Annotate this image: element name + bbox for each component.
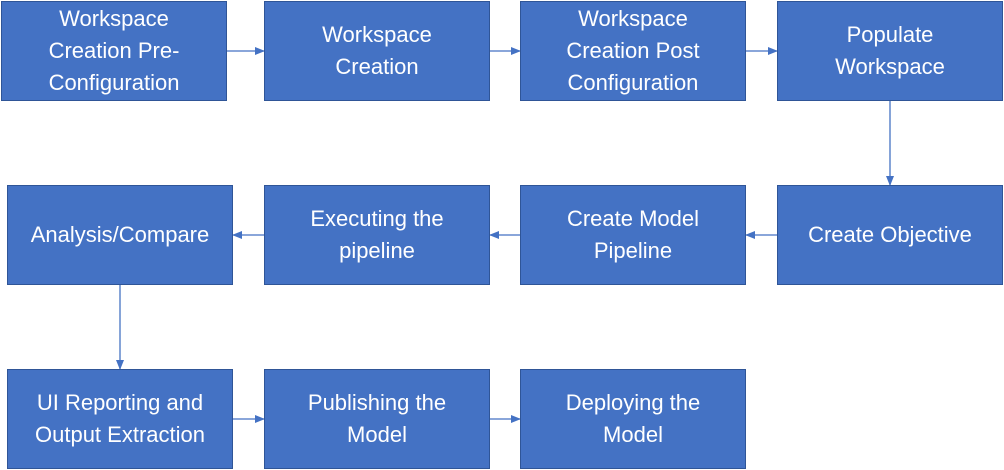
node-deploying-the-model: Deploying the Model [520,369,746,469]
node-label: Create Objective [808,222,972,247]
node-label: Deploying the Model [565,390,701,447]
node-workspace-creation-pre-configuration: Workspace Creation Pre- Configuration [1,1,227,101]
node-workspace-creation-post-configuration: Workspace Creation Post Configuration [520,1,746,101]
node-executing-the-pipeline: Executing the pipeline [264,185,490,285]
node-label: Executing the pipeline [310,206,444,263]
node-populate-workspace: Populate Workspace [777,1,1003,101]
node-analysis-compare: Analysis/Compare [7,185,233,285]
node-create-model-pipeline: Create Model Pipeline [520,185,746,285]
node-label: UI Reporting and Output Extraction [35,390,205,447]
node-create-objective: Create Objective [777,185,1003,285]
node-publishing-the-model: Publishing the Model [264,369,490,469]
node-label: Create Model Pipeline [566,206,700,263]
node-label: Workspace Creation [322,22,432,79]
node-label: Publishing the Model [307,390,447,447]
node-ui-reporting-and-output-extraction: UI Reporting and Output Extraction [7,369,233,469]
node-label: Workspace Creation Post Configuration [566,6,700,95]
node-label: Populate Workspace [835,22,945,79]
node-label: Workspace Creation Pre- Configuration [48,6,180,95]
node-label: Analysis/Compare [30,222,210,247]
node-workspace-creation: Workspace Creation [264,1,490,101]
